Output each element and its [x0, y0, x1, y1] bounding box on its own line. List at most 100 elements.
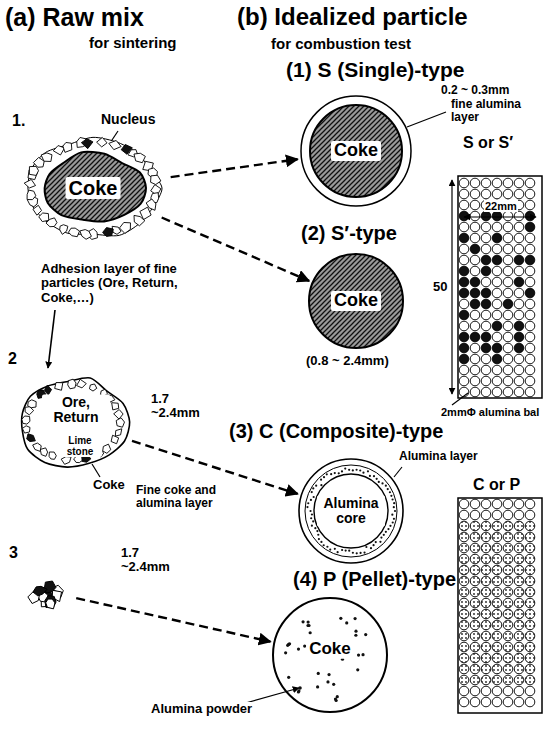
packed-ball: [503, 565, 513, 575]
packed-ball: [525, 299, 535, 309]
packed-ball: [492, 554, 502, 564]
coke-dot: [345, 621, 348, 624]
packed-ball: [481, 233, 491, 243]
packed-ball: [503, 343, 513, 353]
packed-ball: [470, 543, 480, 553]
ore-nucleus: [22, 378, 130, 467]
coke-dot: [370, 547, 372, 549]
coke-dot: [284, 651, 287, 654]
packed-ball: [514, 532, 524, 542]
packed-ball: [492, 620, 502, 630]
coke-core: [310, 105, 402, 197]
packed-ball: [470, 510, 480, 520]
packed-ball: [481, 664, 491, 674]
coke-dot: [311, 525, 313, 527]
packed-ball: [470, 277, 480, 287]
coke-dot: [334, 548, 336, 550]
coke-dot: [352, 469, 354, 471]
coke-dot: [359, 552, 361, 554]
packed-ball: [481, 321, 491, 331]
packed-ball: [503, 387, 513, 397]
packed-ball: [459, 697, 469, 707]
packed-ball: [481, 332, 491, 342]
packed-ball: [492, 178, 502, 188]
label-text: (3) C (Composite)-type: [228, 420, 444, 442]
packed-ball: [459, 521, 469, 531]
packed-ball: [503, 598, 513, 608]
label-text: fine alumina layer: [450, 98, 524, 124]
packed-ball: [525, 576, 535, 586]
packed-ball: [459, 587, 469, 597]
coke-dot: [301, 620, 304, 623]
particle-shape: [25, 570, 73, 614]
packed-ball: [525, 354, 535, 364]
fine-particle: [44, 385, 51, 395]
coke-dot: [298, 686, 302, 690]
coke-dot: [357, 653, 360, 656]
c-type-particle: Alumina core: [298, 458, 404, 564]
packed-ball: [503, 222, 513, 232]
packed-ball: [514, 222, 524, 232]
coke-dot: [387, 488, 389, 490]
packed-ball: [525, 244, 535, 254]
packed-ball: [492, 277, 502, 287]
fine-particle: [39, 213, 49, 222]
node-text: 2: [8, 350, 17, 368]
packed-ball: [470, 365, 480, 375]
packed-ball: [492, 642, 502, 652]
fine-particle: [81, 139, 93, 149]
packed-ball: [459, 310, 469, 320]
fine-particle: [40, 448, 47, 456]
packed-ball: [459, 266, 469, 276]
packed-ball: [525, 376, 535, 386]
fine-particle: [27, 434, 36, 442]
packed-ball: [503, 266, 513, 276]
coke-dot: [361, 653, 364, 656]
packed-ball: [470, 499, 480, 509]
packed-ball: [525, 321, 535, 331]
node-text: Coke: [331, 291, 381, 311]
packed-ball: [492, 244, 502, 254]
coke-dot: [326, 473, 328, 475]
packed-ball: [459, 565, 469, 575]
packed-ball: [459, 365, 469, 375]
alumina-layer: [301, 96, 411, 206]
label-text: Coke: [92, 478, 126, 492]
packed-ball: [525, 266, 535, 276]
packed-ball: [525, 255, 535, 265]
coke-dot: [317, 672, 320, 675]
coke-dot: [341, 470, 343, 472]
coke-dot: [323, 476, 325, 478]
packed-ball: [481, 532, 491, 542]
packed-ball: [481, 354, 491, 364]
packed-ball: [481, 255, 491, 265]
packed-ball: [514, 244, 524, 254]
packed-ball: [514, 510, 524, 520]
packed-ball: [481, 343, 491, 353]
packed-ball: [503, 277, 513, 287]
coke-dot: [385, 485, 387, 487]
packed-ball: [481, 277, 491, 287]
packed-ball: [492, 211, 502, 221]
packed-ball: [492, 299, 502, 309]
packed-ball: [470, 244, 480, 254]
label-text: S or S′: [462, 134, 514, 152]
packed-ball: [481, 244, 491, 254]
packed-ball: [481, 642, 491, 652]
packed-ball: [459, 686, 469, 696]
packed-ball: [492, 354, 502, 364]
packed-ball: [514, 620, 524, 630]
coke-dot: [381, 482, 383, 484]
packed-ball: [492, 521, 502, 531]
coke-dot: [356, 668, 359, 671]
packed-ball: [525, 332, 535, 342]
packed-ball: [481, 587, 491, 597]
packed-ball: [514, 387, 524, 397]
fine-particle: [68, 228, 79, 237]
packed-ball: [514, 653, 524, 663]
packed-ball: [492, 631, 502, 641]
packed-ball: [470, 521, 480, 531]
packed-ball: [470, 321, 480, 331]
packed-ball: [492, 587, 502, 597]
coke-dot: [314, 527, 316, 529]
